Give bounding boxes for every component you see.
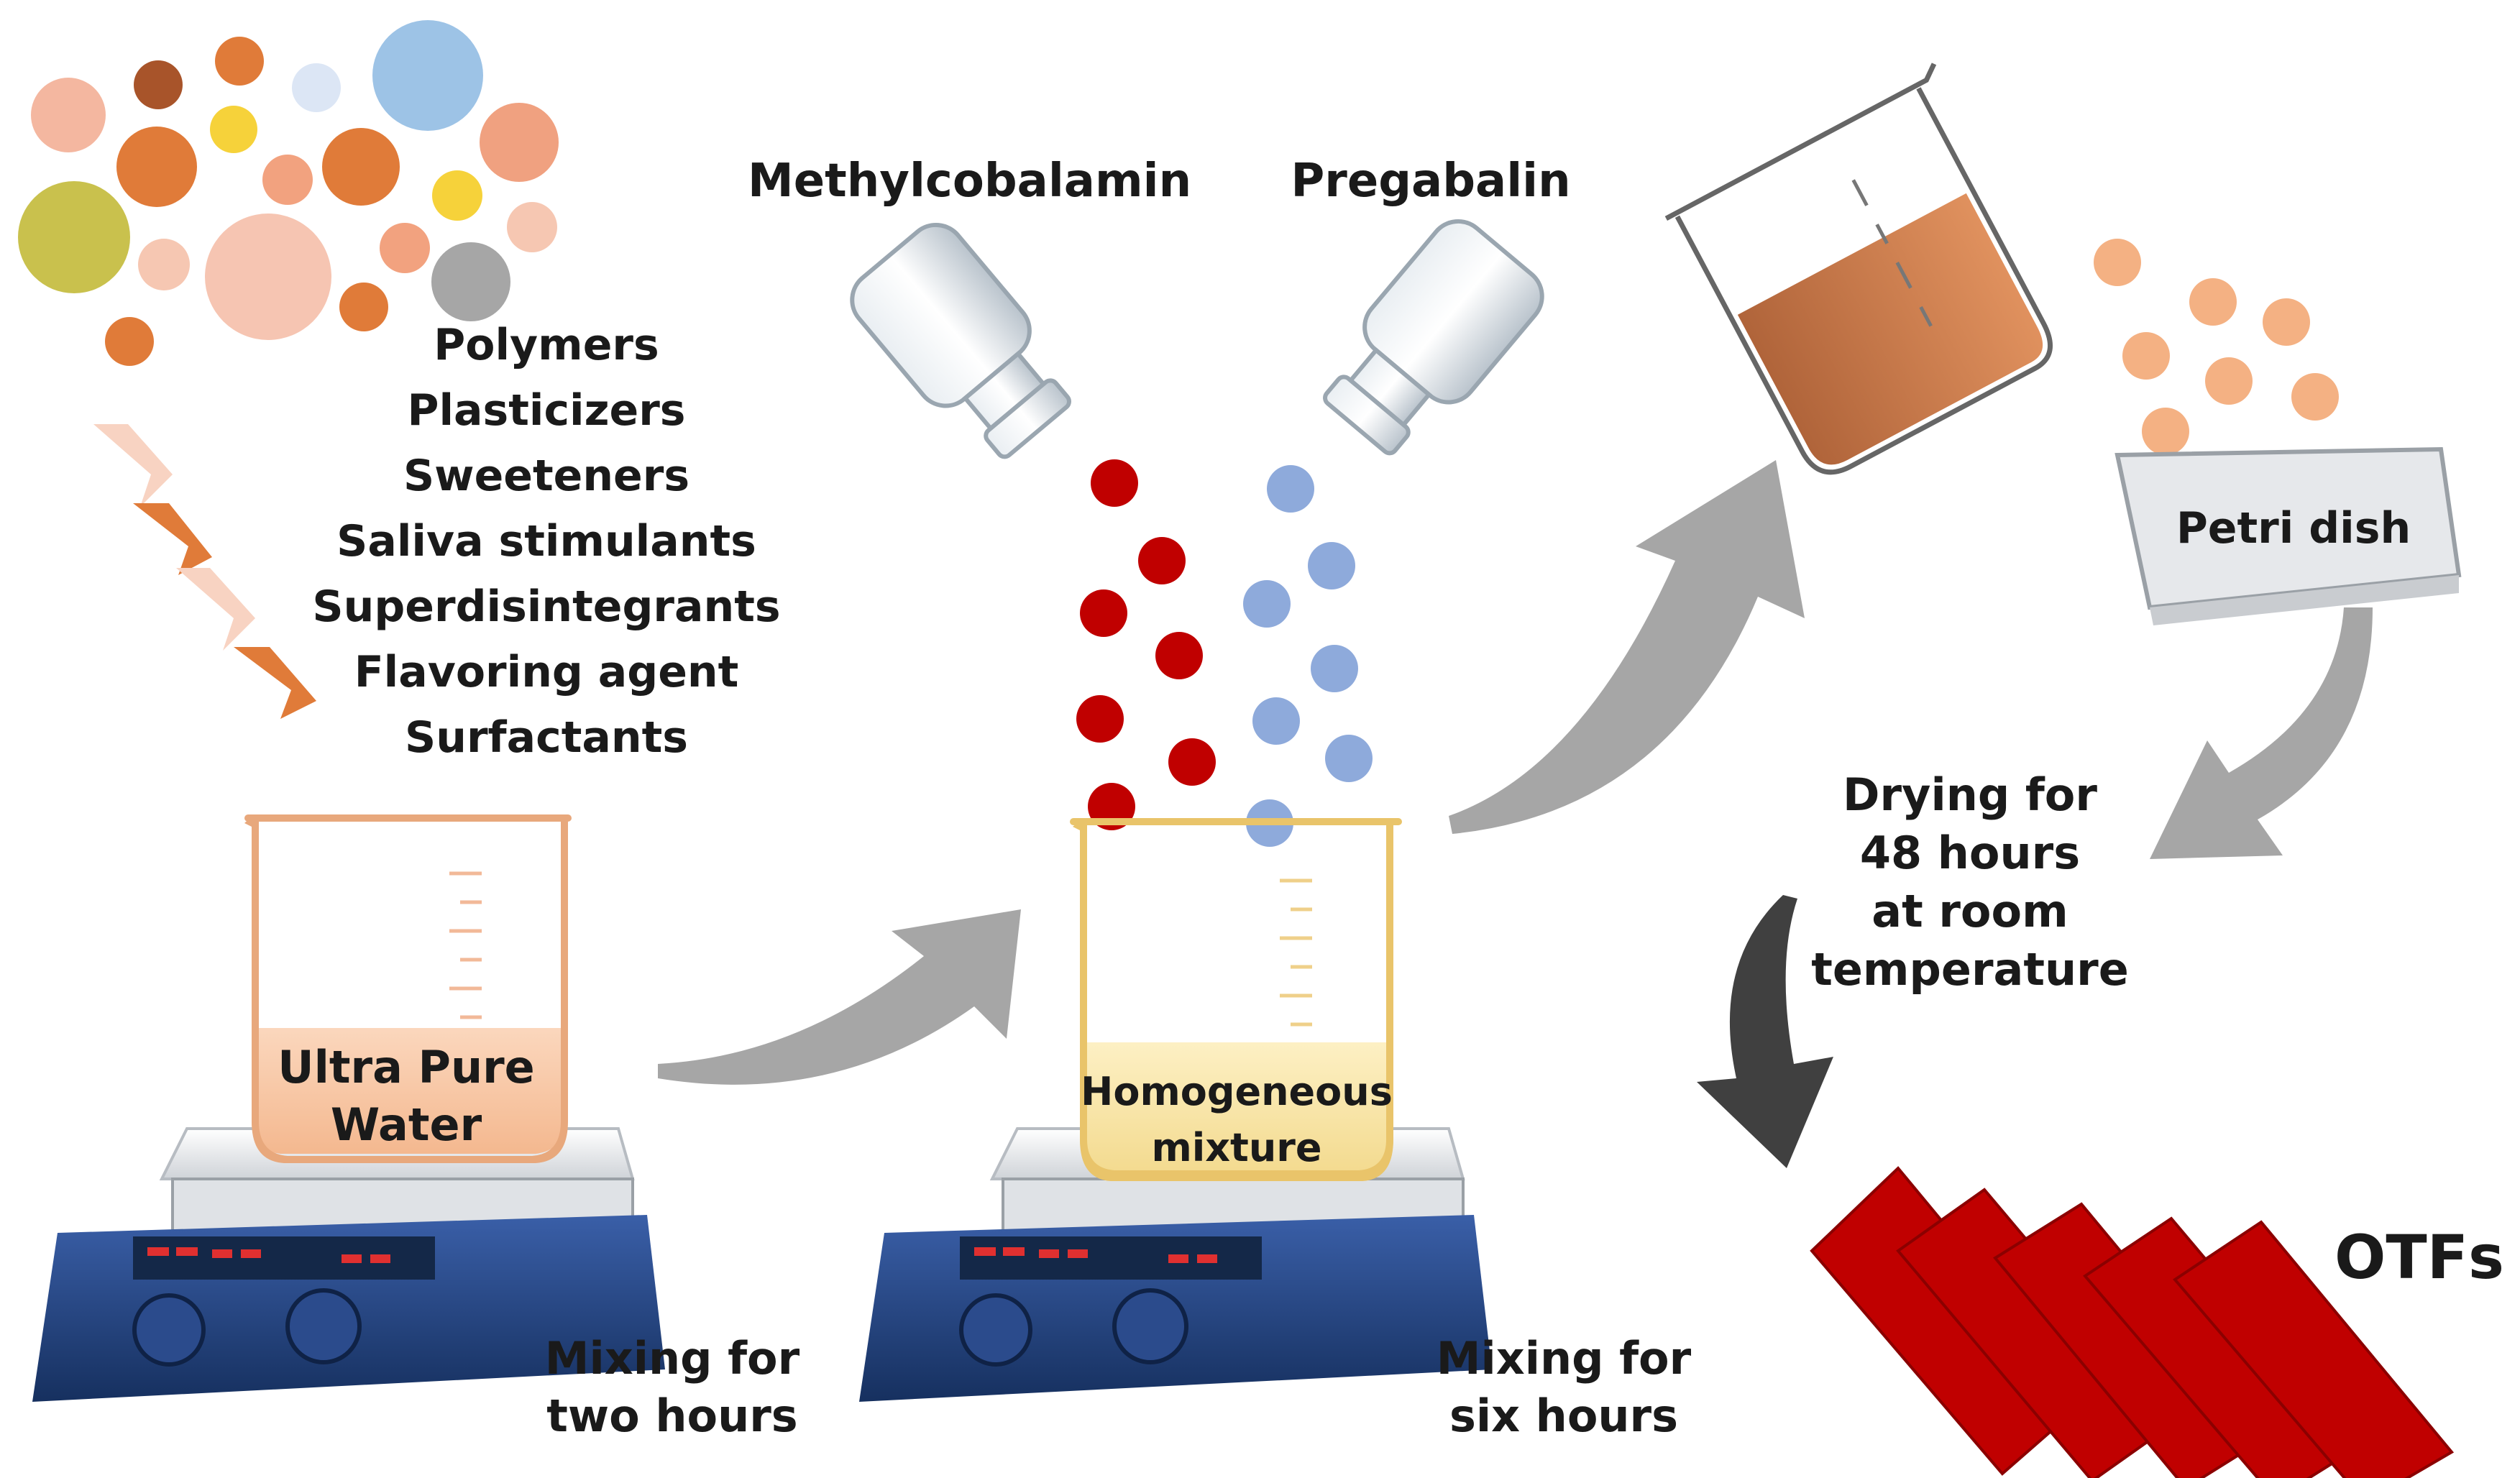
chevron-arrow-icon (93, 424, 316, 719)
methylcobalamin-particles (1076, 459, 1216, 830)
ingredient-item: Flavoring agent (354, 647, 739, 697)
beaker-label-mixture: Homogeneous mixture (1064, 1064, 1409, 1176)
step-label-line: 48 hours (1859, 827, 2081, 879)
ingredient-list: Polymers Plasticizers Sweeteners Saliva … (302, 313, 791, 771)
ingredient-item: Superdisintegrants (312, 582, 781, 632)
particle-cluster-icon (18, 20, 559, 366)
beaker-icon (244, 814, 572, 1163)
curved-arrow-icon (658, 460, 2373, 1085)
glass-vial-icon (850, 222, 1071, 459)
step-label-mix1: Mixing for two hours (532, 1330, 812, 1445)
ingredient-item: Saliva stimulants (336, 516, 756, 566)
oral-thin-film-icon (1810, 1166, 2455, 1478)
drug-label-methylcobalamin: Methylcobalamin (748, 155, 1192, 208)
ingredient-item: Sweeteners (403, 451, 690, 501)
beaker-icon (1070, 818, 1402, 1181)
beaker-label-line: Water (330, 1098, 482, 1151)
beaker-label-line: mixture (1151, 1125, 1322, 1170)
step-label-drying: Drying for 48 hours at room temperature (1797, 766, 2143, 999)
step-label-line: Drying for (1843, 768, 2097, 821)
step-label-mix2: Mixing for six hours (1424, 1330, 1704, 1445)
step-label-line: at room (1871, 885, 2068, 937)
beaker-label-water: Ultra Pure Water (237, 1039, 575, 1154)
ingredient-item: Surfactants (405, 712, 688, 763)
step-label-line: Mixing for (1436, 1332, 1692, 1385)
step-label-line: six hours (1449, 1390, 1679, 1442)
curved-arrow-icon (1697, 895, 1833, 1168)
ingredient-item: Plasticizers (407, 385, 686, 436)
ingredient-item: Polymers (434, 320, 659, 370)
drug-label-pregabalin: Pregabalin (1291, 155, 1571, 208)
beaker-label-line: Homogeneous (1081, 1069, 1393, 1114)
step-label-line: two hours (546, 1390, 798, 1442)
hot-plate-stirrer-icon (32, 1127, 665, 1402)
petri-dish-icon (2114, 446, 2462, 625)
solution-droplets (2094, 239, 2339, 455)
step-label-line: temperature (1811, 943, 2129, 996)
glass-vial-icon (1323, 219, 1544, 456)
pregabalin-particles (1243, 465, 1373, 847)
beaker-label-line: Ultra Pure (278, 1041, 535, 1093)
petri-dish-label: Petri dish (2176, 503, 2411, 554)
otf-label: OTFs (2334, 1222, 2505, 1293)
step-label-line: Mixing for (544, 1332, 800, 1385)
pouring-beaker-icon (1664, 63, 2053, 475)
